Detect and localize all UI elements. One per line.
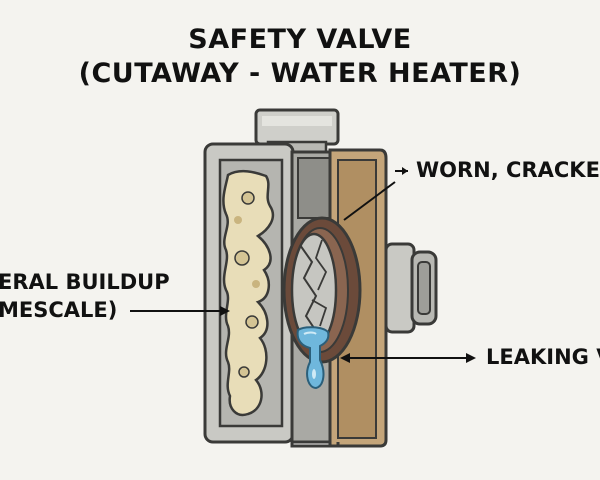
bottom-stem (290, 442, 340, 448)
label-mineral-buildup-line1: ERAL BUILDUP (0, 270, 170, 294)
label-mineral-buildup-line2: MESCALE) (0, 298, 118, 322)
label-worn-cracked: WORN, CRACKE (416, 158, 600, 182)
arrow-worn (343, 167, 408, 221)
arrow-leaking (340, 353, 476, 363)
mineral-buildup (222, 169, 275, 417)
title-line-1: SAFETY VALVE (188, 24, 412, 55)
water-drip (296, 326, 330, 390)
cracked-seal-disk (282, 216, 362, 364)
title-line-2: (CUTAWAY - WATER HEATER) (78, 58, 522, 89)
label-leaking: LEAKING V (486, 345, 600, 369)
arrow-mineral (130, 306, 230, 316)
side-outlet (384, 242, 438, 334)
